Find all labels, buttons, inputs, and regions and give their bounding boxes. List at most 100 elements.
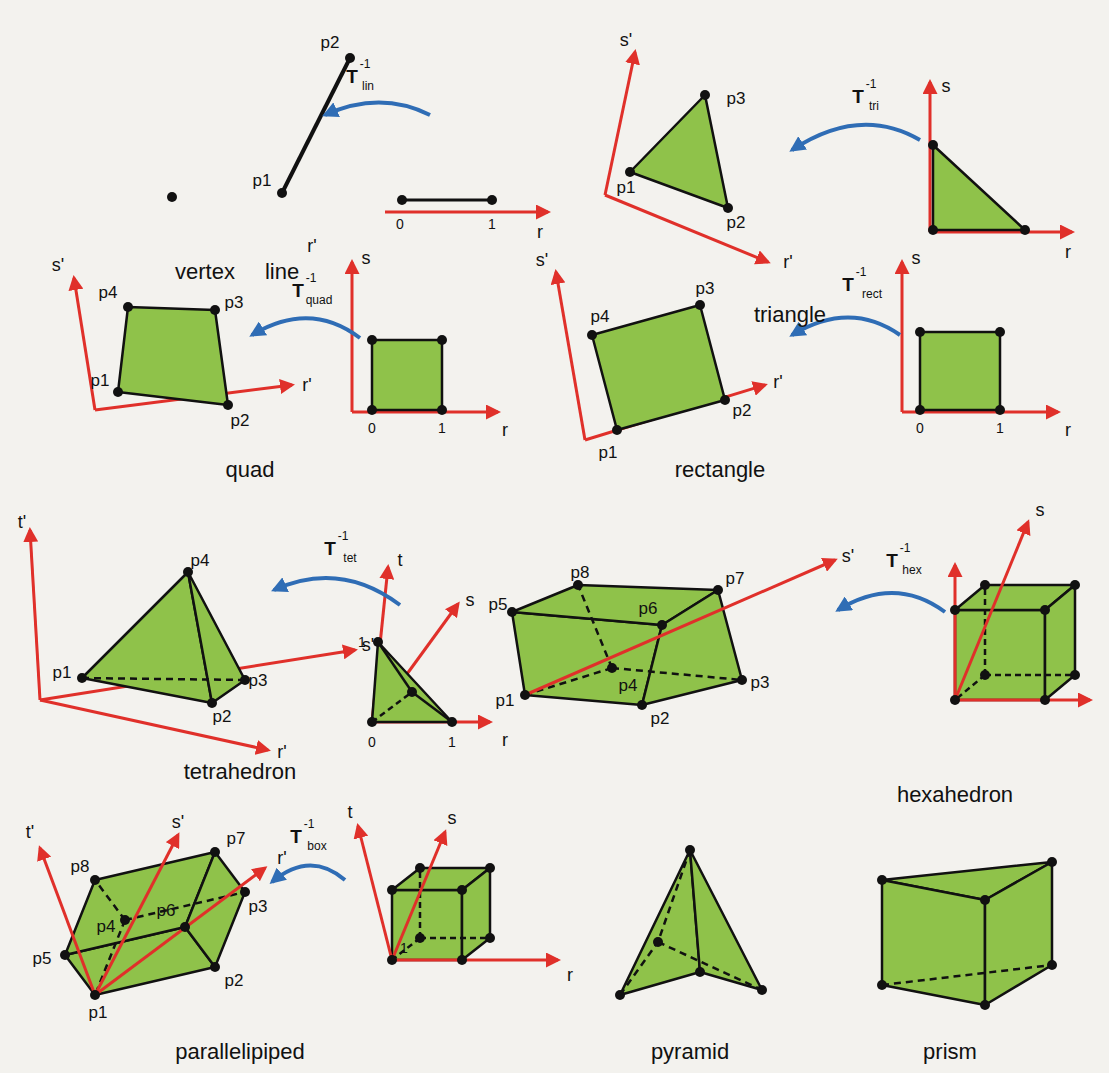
transform-label: tri <box>869 100 879 112</box>
figure-part <box>210 962 220 972</box>
figure-part <box>407 687 417 697</box>
figure-part <box>487 195 497 205</box>
tick-label: 0 <box>916 421 924 435</box>
figure-part <box>950 605 960 615</box>
tick-label: 1 <box>488 217 496 231</box>
figure-part <box>90 990 100 1000</box>
figure-part <box>653 937 663 947</box>
figure-part <box>1045 585 1075 700</box>
figure-part <box>95 880 125 920</box>
axis-label: r <box>1065 243 1071 261</box>
figure-part <box>955 610 1045 700</box>
figure-part <box>415 933 425 943</box>
vertex-label: p1 <box>496 692 515 709</box>
figure-part <box>385 211 548 214</box>
figure-part <box>985 862 1052 1005</box>
transform-label: -1 <box>360 58 371 70</box>
triangle-figure <box>605 52 1072 262</box>
figure-part <box>901 262 904 412</box>
figure-part <box>397 195 407 205</box>
figure-part <box>615 990 625 1000</box>
figure-part <box>82 678 245 680</box>
figure-part <box>1070 580 1080 590</box>
figure-part <box>113 387 123 397</box>
figure-part <box>210 847 220 857</box>
vertex-label: p2 <box>727 214 746 231</box>
vertex-label: p4 <box>619 677 638 694</box>
figure-part <box>929 82 932 232</box>
figure-part <box>928 140 938 150</box>
figure-part <box>695 300 705 310</box>
figure-part <box>507 607 517 617</box>
transform-label: -1 <box>338 530 349 542</box>
vertex-label: p2 <box>225 972 244 989</box>
figure-part <box>367 717 377 727</box>
vertex-label: p8 <box>571 564 590 581</box>
figure-part <box>272 865 345 882</box>
figure-part <box>378 642 412 692</box>
figure-part <box>387 955 397 965</box>
axis-label: r <box>537 223 543 241</box>
axis-label: t' <box>18 513 26 531</box>
axis-label: s <box>362 249 371 267</box>
figure-part <box>757 985 767 995</box>
transform-label: T <box>886 551 898 570</box>
rectangle-figure <box>556 262 1058 440</box>
figure-part <box>955 522 1028 700</box>
vertex-label: p2 <box>321 34 340 51</box>
cell-name: rectangle <box>675 459 766 481</box>
figure-part <box>210 305 220 315</box>
figure-part <box>658 850 690 942</box>
figure-part <box>415 863 425 873</box>
transform-label: -1 <box>306 272 317 284</box>
figure-part <box>392 890 462 960</box>
tick-label: 1 <box>448 735 456 749</box>
transform-label: -1 <box>900 542 911 554</box>
figure-part <box>915 327 925 337</box>
figure-part <box>40 700 268 750</box>
vertex-label: p4 <box>99 284 118 301</box>
figure-part <box>40 848 95 995</box>
tick-label: 1 <box>400 941 408 955</box>
figure-part <box>685 845 695 855</box>
figure-part <box>223 400 233 410</box>
figure-part <box>183 567 193 577</box>
transform-label: T <box>292 281 304 300</box>
figure-part <box>637 700 647 710</box>
figure-part <box>252 318 360 338</box>
axis-label: s <box>942 77 951 95</box>
figure-part <box>207 698 217 708</box>
axis-label: r' <box>783 253 792 271</box>
transform-label: T <box>324 539 336 558</box>
figure-part <box>282 58 350 193</box>
axis-label: s <box>1036 501 1045 519</box>
figure-part <box>955 699 1090 702</box>
vertex-label: p2 <box>213 708 232 725</box>
figure-part <box>657 620 667 630</box>
axis-label: r <box>567 966 573 984</box>
tick-label: 1 <box>358 635 366 649</box>
figure-part <box>838 593 945 612</box>
figure-part <box>412 692 452 722</box>
transform-label: tet <box>343 552 356 564</box>
vertex-label: p2 <box>733 402 752 419</box>
transform-label: T <box>346 67 358 86</box>
figure-part <box>620 850 700 995</box>
figure-part <box>695 967 705 977</box>
figure-part <box>95 868 265 995</box>
axis-label: t <box>397 551 402 569</box>
axis-label: s <box>448 809 457 827</box>
figure-part <box>387 885 397 895</box>
figure-part <box>74 278 95 410</box>
figure-part <box>437 405 447 415</box>
figure-part <box>950 695 960 705</box>
axis-label: r' <box>302 376 311 394</box>
figure-part <box>723 203 733 213</box>
figure-part <box>630 95 728 208</box>
figure-part <box>392 832 445 960</box>
figure-part <box>325 103 430 116</box>
parallelepiped-figure <box>40 826 558 1000</box>
axis-label: r' <box>773 373 782 391</box>
figure-part <box>587 330 597 340</box>
axis-label: s' <box>536 251 548 269</box>
